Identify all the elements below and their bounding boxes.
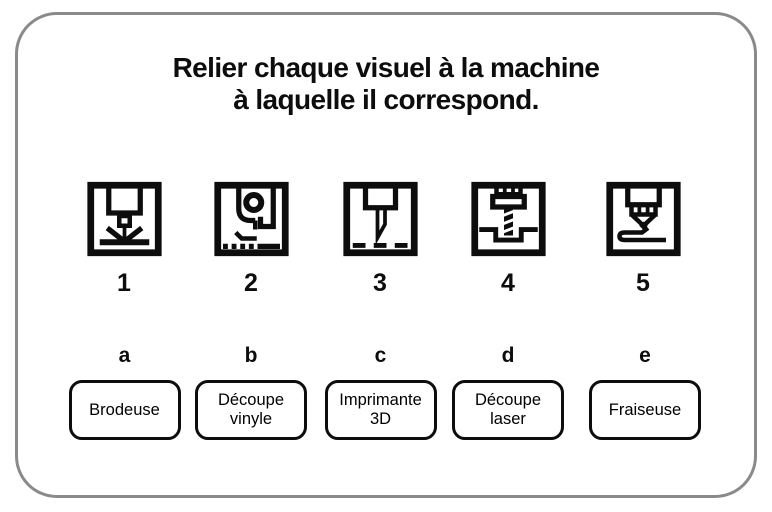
answer-letter: b <box>244 344 258 367</box>
answer-letter: d <box>501 344 515 367</box>
visual-item-4[interactable]: 4 <box>446 180 570 298</box>
printer-3d-icon <box>605 181 681 257</box>
visual-item-5[interactable]: 5 <box>581 180 705 298</box>
visual-number: 1 <box>117 269 131 297</box>
answer-item-d: d Découpe laser <box>446 344 570 440</box>
answer-box-fraiseuse[interactable]: Fraiseuse <box>589 380 701 440</box>
laser-cutter-icon <box>86 181 162 257</box>
answer-box-brodeuse[interactable]: Brodeuse <box>68 380 181 440</box>
answer-letter: c <box>374 344 387 367</box>
visual-number: 3 <box>373 269 387 297</box>
answer-item-e: e Fraiseuse <box>583 344 707 440</box>
answer-item-a: a Brodeuse <box>63 344 187 440</box>
milling-machine-icon <box>470 181 546 257</box>
answer-label: Imprimante 3D <box>339 391 422 428</box>
answer-item-b: b Découpe vinyle <box>189 344 313 440</box>
answer-letter: e <box>639 344 651 367</box>
answer-label: Découpe vinyle <box>217 391 285 428</box>
visual-item-1[interactable]: 1 <box>62 180 186 298</box>
answer-label: Découpe laser <box>474 391 542 428</box>
answer-item-c: c Imprimante 3D <box>319 344 443 440</box>
answer-box-decoupe-laser[interactable]: Découpe laser <box>452 380 564 440</box>
visual-number: 2 <box>244 269 258 297</box>
visual-item-2[interactable]: 2 <box>189 180 313 298</box>
visual-item-3[interactable]: 3 <box>318 180 442 298</box>
title-line-1: Relier chaque visuel à la machine <box>172 52 600 83</box>
answer-label: Brodeuse <box>89 400 160 419</box>
answer-box-decoupe-vinyle[interactable]: Découpe vinyle <box>195 380 307 440</box>
page-title: Relier chaque visuel à la machine à laqu… <box>0 52 772 116</box>
answer-letter: a <box>118 344 131 367</box>
answer-box-imprimante-3d[interactable]: Imprimante 3D <box>324 380 437 440</box>
embroidery-machine-icon <box>213 181 289 257</box>
visual-number: 4 <box>501 269 515 297</box>
visual-number: 5 <box>636 269 650 297</box>
answer-label: Fraiseuse <box>608 400 682 419</box>
vinyl-blade-icon <box>342 181 418 257</box>
title-line-2: à laquelle il correspond. <box>233 84 539 115</box>
